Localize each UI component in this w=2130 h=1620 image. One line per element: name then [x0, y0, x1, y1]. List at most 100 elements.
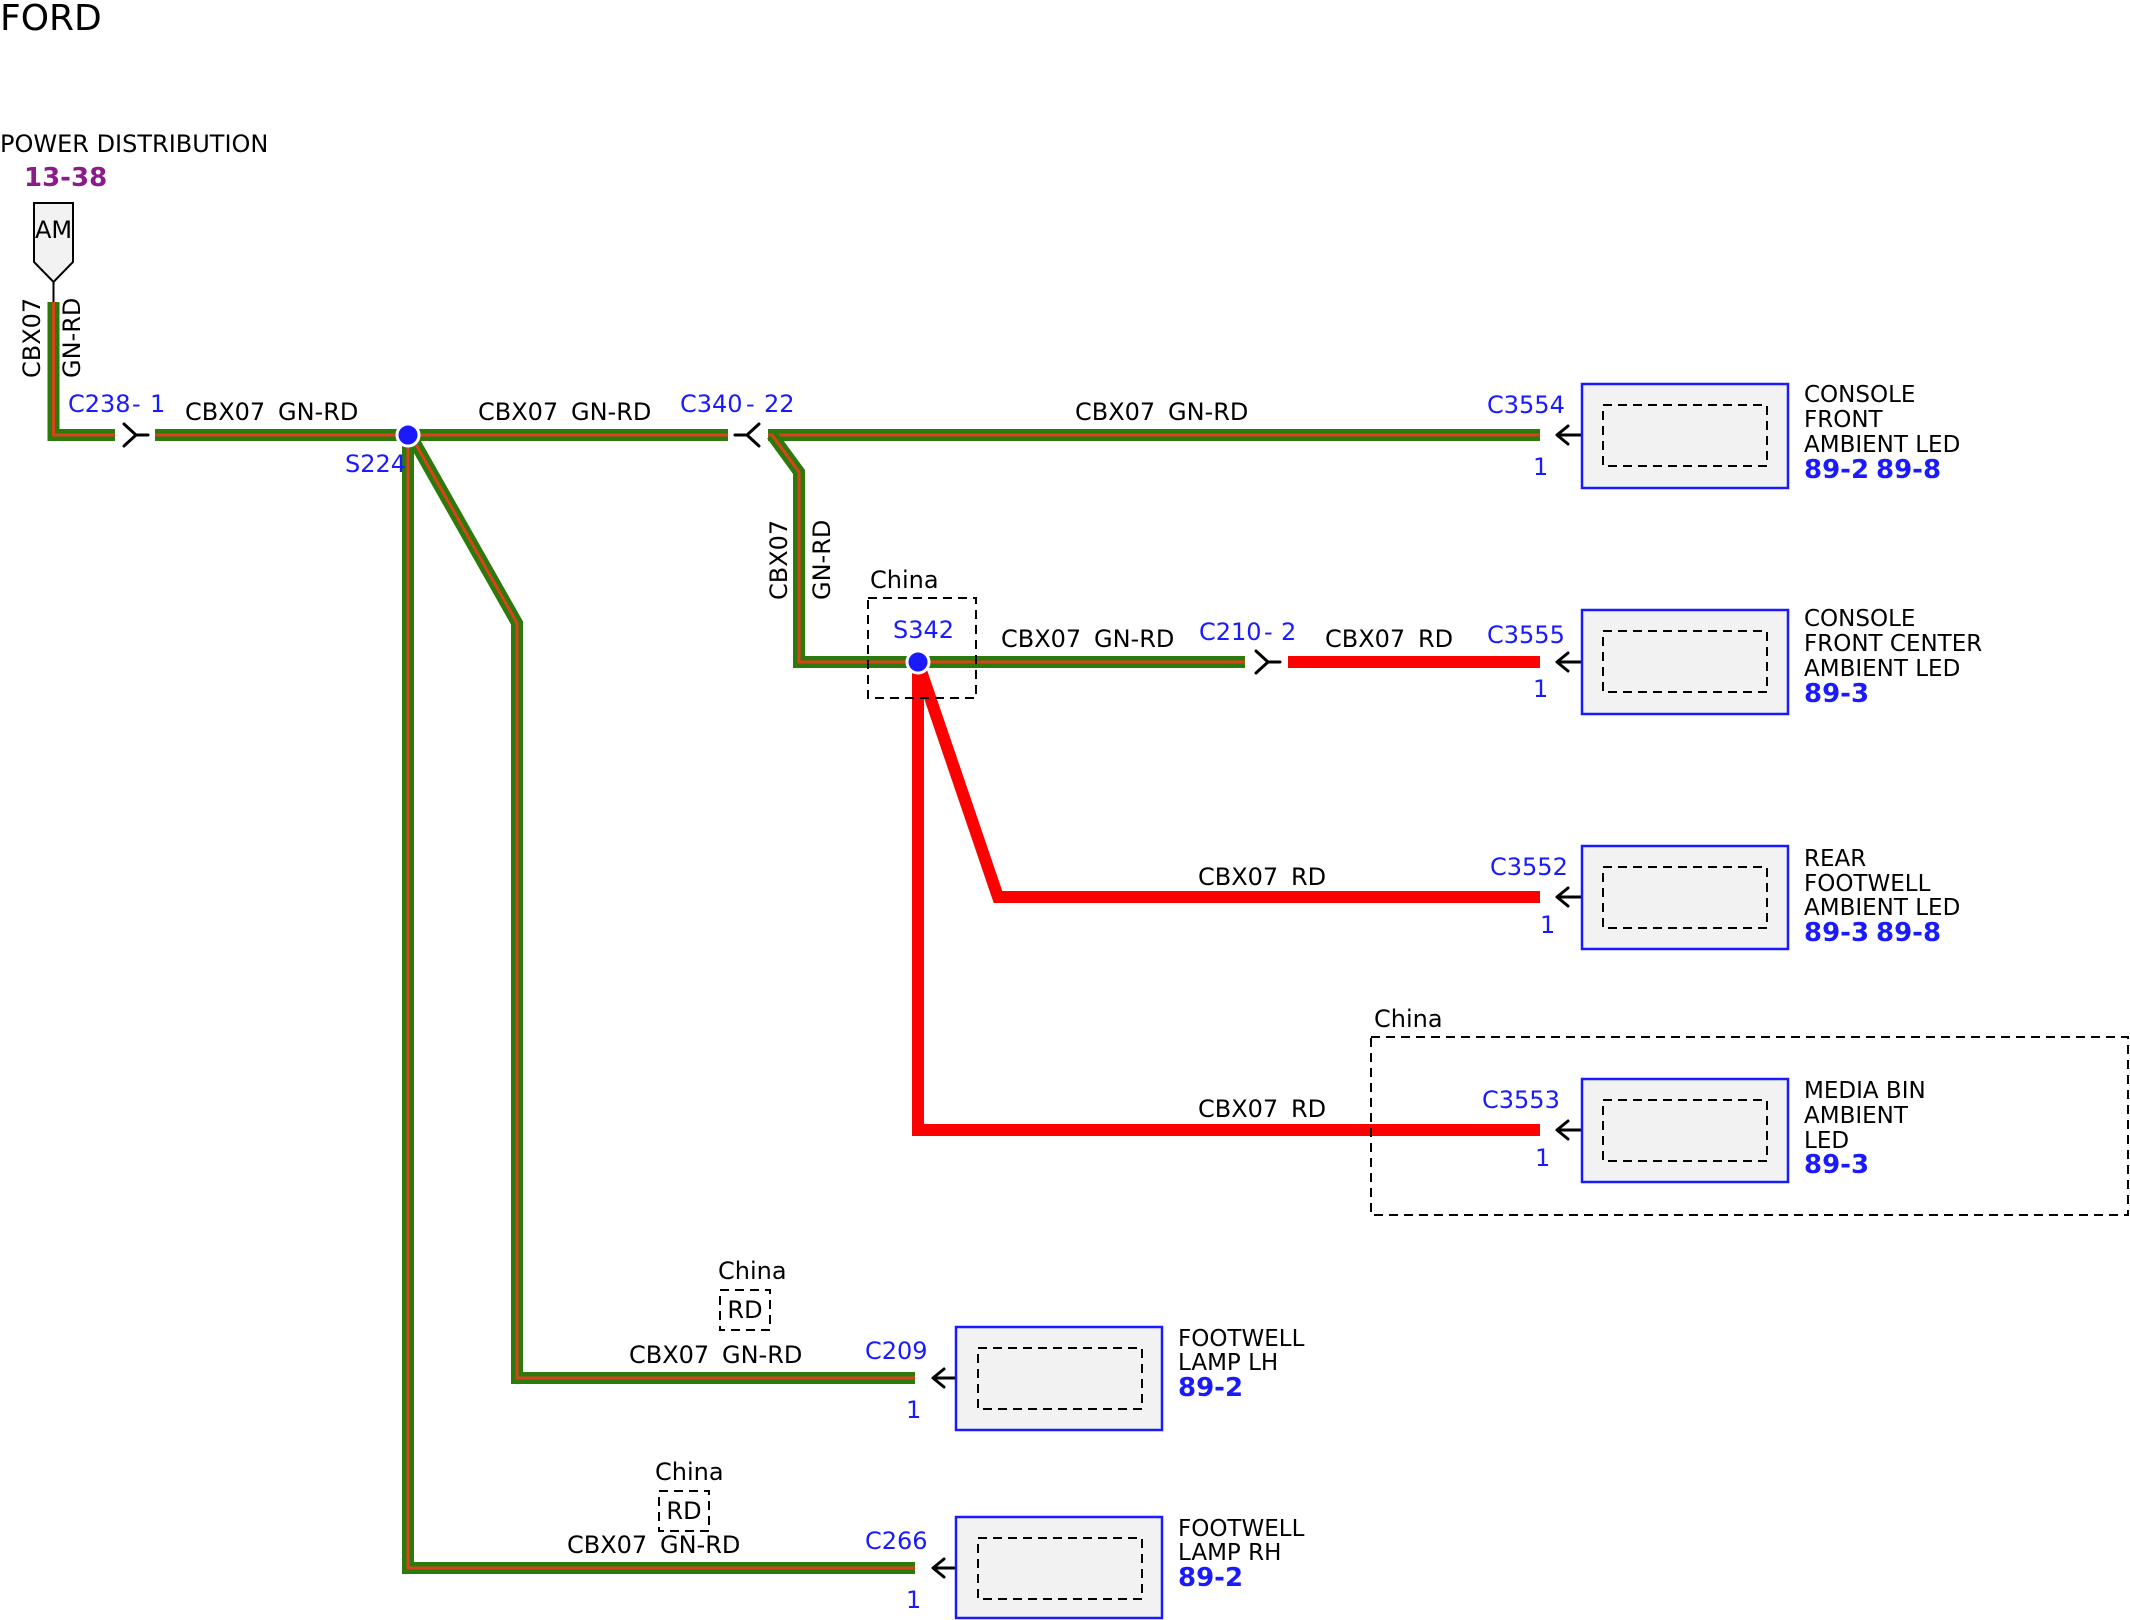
c3555-box[interactable] — [1580, 608, 1790, 716]
power-wire-color: GN-RD — [58, 298, 86, 378]
c3554-ref-1[interactable]: 89-2 — [1804, 455, 1869, 485]
w2-code: CBX07 — [478, 398, 558, 426]
c3553-ref-1[interactable]: 89-3 — [1804, 1150, 1869, 1180]
c3554-label: C3554 — [1487, 391, 1565, 419]
w8-code: CBX07 — [1198, 1095, 1278, 1123]
w1-code: CBX07 — [185, 398, 265, 426]
splice-s342-option-label: China — [870, 566, 939, 594]
c266-box[interactable] — [954, 1515, 1164, 1620]
c3552-name-2: FOOTWELL — [1804, 871, 1931, 897]
c3552-label: C3552 — [1490, 853, 1568, 881]
c266-name-1: FOOTWELL — [1178, 1516, 1305, 1542]
c266-option-label: China — [655, 1458, 724, 1486]
splice-s342[interactable] — [905, 649, 931, 675]
w9-color: GN-RD — [722, 1341, 802, 1369]
power-terminal-label: AM — [35, 216, 72, 244]
c3554-box[interactable] — [1580, 382, 1790, 490]
wire-s224-to-c209-stripe — [412, 440, 915, 1380]
c210-pin: 2 — [1281, 618, 1296, 646]
c3554-name-2: FRONT — [1804, 407, 1884, 433]
c3552-pin: 1 — [1540, 911, 1555, 939]
wire-group-rd — [912, 656, 1540, 1136]
c3555-pin: 1 — [1533, 675, 1548, 703]
w6-color: RD — [1418, 625, 1453, 653]
c3555-ref-1[interactable]: 89-3 — [1804, 679, 1869, 709]
c3553-box[interactable] — [1580, 1077, 1790, 1184]
component-c3554[interactable]: C3554 1 CONSOLE FRONT AMBIENT LED 89-2 8… — [1487, 382, 1960, 490]
c266-inner — [977, 1537, 1143, 1600]
wire-s342-to-c3552[interactable] — [912, 660, 1540, 903]
w2-color: GN-RD — [571, 398, 651, 426]
c3553-name-1: MEDIA BIN — [1804, 1078, 1926, 1104]
c3555-name-3: AMBIENT LED — [1804, 656, 1960, 682]
c209-pin: 1 — [906, 1396, 921, 1424]
c209-name-1: FOOTWELL — [1178, 1326, 1305, 1352]
wire-s224-to-c209[interactable] — [408, 438, 915, 1384]
power-source-ref[interactable]: 13-38 — [24, 163, 107, 193]
c340-label: C340 — [680, 390, 743, 418]
c3552-box[interactable] — [1580, 844, 1790, 951]
wire-c340-to-s342-stripe — [770, 434, 918, 664]
c238-connector-icon[interactable] — [122, 422, 150, 448]
c209-option-color: RD — [727, 1296, 762, 1324]
c3555-label: C3555 — [1487, 621, 1565, 649]
splice-s342-option-box — [867, 597, 977, 699]
w3-code: CBX07 — [1075, 398, 1155, 426]
c3553-pin: 1 — [1535, 1144, 1550, 1172]
c3553-option-label: China — [1374, 1005, 1443, 1033]
w8-color: RD — [1291, 1095, 1326, 1123]
c266-option-color: RD — [666, 1497, 701, 1525]
wire-s224-to-c266[interactable] — [402, 435, 915, 1574]
page-title: FORD — [0, 0, 102, 39]
c3552-inner — [1602, 866, 1768, 929]
c3555-inner — [1602, 630, 1768, 693]
c3552-ref-2[interactable]: 89-8 — [1876, 918, 1941, 948]
w5-code: CBX07 — [1001, 625, 1081, 653]
w3-color: GN-RD — [1168, 398, 1248, 426]
c3555-name-1: CONSOLE — [1804, 606, 1915, 632]
component-c3555[interactable]: C3555 1 CONSOLE FRONT CENTER AMBIENT LED… — [1487, 606, 1982, 716]
splice-s224[interactable] — [395, 422, 421, 448]
c210-connector-icon[interactable] — [1254, 649, 1282, 675]
c209-box[interactable] — [954, 1325, 1164, 1432]
c209-ref-1[interactable]: 89-2 — [1178, 1373, 1243, 1403]
c340-dash: - — [746, 390, 755, 418]
w1-color: GN-RD — [278, 398, 358, 426]
wire-power-to-c238-stripe — [52, 302, 115, 437]
power-terminal-icon — [33, 202, 74, 284]
c3554-pin: 1 — [1533, 453, 1548, 481]
c266-pin: 1 — [906, 1586, 921, 1614]
c209-name-2: LAMP LH — [1178, 1350, 1278, 1376]
w7-code: CBX07 — [1198, 863, 1278, 891]
c3555-name-2: FRONT CENTER — [1804, 631, 1982, 657]
c3553-name-2: AMBIENT — [1804, 1103, 1909, 1129]
wire-group-gn-rd — [47, 302, 1540, 1574]
power-wire-code: CBX07 — [18, 298, 46, 378]
c3552-name-3: AMBIENT LED — [1804, 895, 1960, 921]
component-c266[interactable]: C266 1 FOOTWELL LAMP RH 89-2 — [865, 1515, 1305, 1620]
c209-option-label: China — [718, 1257, 787, 1285]
power-source-label: POWER DISTRIBUTION — [0, 130, 268, 158]
c3552-ref-1[interactable]: 89-3 — [1804, 918, 1869, 948]
wire-s342-to-c3553[interactable] — [912, 662, 1540, 1136]
c3554-name-1: CONSOLE — [1804, 382, 1915, 408]
c340-pin: 22 — [764, 390, 795, 418]
component-c209[interactable]: C209 1 FOOTWELL LAMP LH 89-2 — [865, 1325, 1305, 1432]
w6-code: CBX07 — [1325, 625, 1405, 653]
w9-code: CBX07 — [629, 1341, 709, 1369]
c210-label: C210 — [1199, 618, 1262, 646]
c266-ref-1[interactable]: 89-2 — [1178, 1563, 1243, 1593]
w10-code: CBX07 — [567, 1531, 647, 1559]
component-c3553[interactable]: C3553 1 MEDIA BIN AMBIENT LED 89-3 — [1482, 1077, 1926, 1184]
c3554-name-3: AMBIENT LED — [1804, 432, 1960, 458]
component-c3552[interactable]: C3552 1 REAR FOOTWELL AMBIENT LED 89-3 8… — [1490, 844, 1960, 951]
c266-name-2: LAMP RH — [1178, 1540, 1281, 1566]
c209-inner — [977, 1347, 1143, 1410]
c3554-ref-2[interactable]: 89-8 — [1876, 455, 1941, 485]
c209-label: C209 — [865, 1337, 928, 1365]
c3554-inner — [1602, 404, 1768, 467]
c340-connector-icon[interactable] — [733, 422, 761, 448]
w7-color: RD — [1291, 863, 1326, 891]
w4-code: CBX07 — [765, 520, 793, 600]
